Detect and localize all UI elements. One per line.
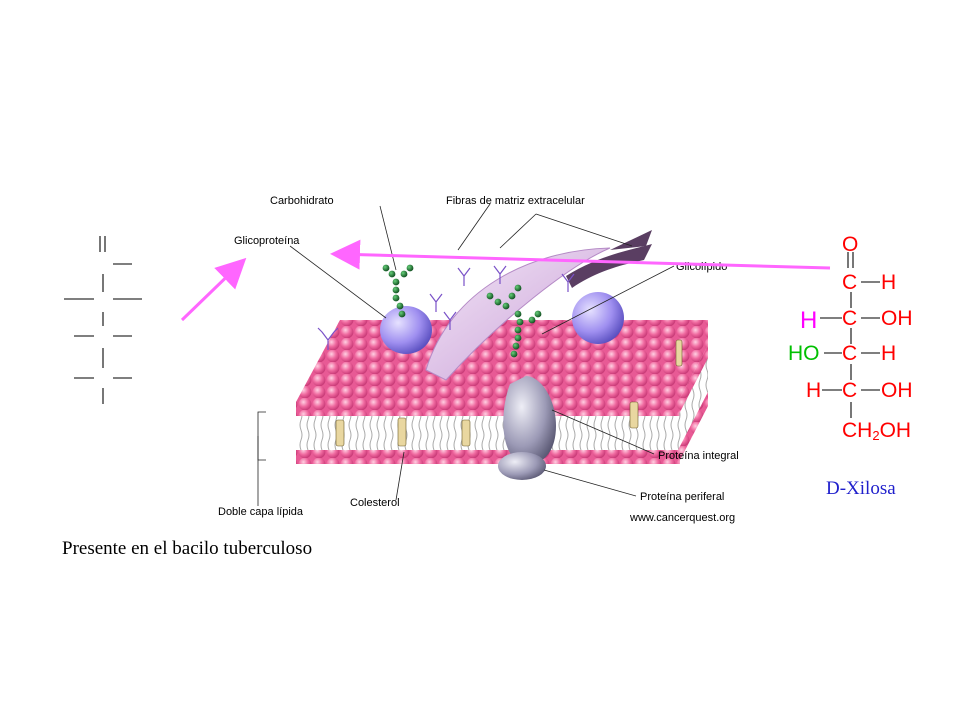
arrow-xilosa (330, 239, 831, 270)
xilosa-bonds (820, 252, 880, 418)
xilosa-c2: C (842, 307, 858, 330)
arabinosa-bonds (64, 236, 142, 404)
note-bacilo-tuberculoso: Presente en el bacilo tuberculoso (62, 538, 313, 559)
label-fibras: Fibras de matriz extracelular (446, 195, 585, 207)
label-carbohidrato: Carbohidrato (270, 195, 334, 207)
xilosa-h4: H (806, 379, 822, 402)
xilosa-c1: C (842, 271, 858, 294)
caption-d-xilosa: D-Xilosa (826, 478, 896, 499)
xilosa-h2: H (800, 307, 818, 334)
label-glicoproteina: Glicoproteína (234, 235, 300, 247)
xilosa-h1: H (881, 271, 897, 294)
xilosa-c3: C (842, 342, 858, 365)
xilosa-o: O (842, 233, 859, 256)
xilosa-c4: C (842, 379, 858, 402)
label-colesterol: Colesterol (350, 497, 400, 509)
xilosa-oh2: OH (881, 307, 913, 330)
xilosa-ch2oh: CH2OH (842, 419, 912, 443)
xilosa-h3: H (881, 342, 897, 365)
xilosa-ho3: HO (788, 342, 820, 365)
watermark-cancerquest: www.cancerquest.org (629, 512, 735, 524)
xilosa-oh4: OH (881, 379, 913, 402)
label-proteina-integral: Proteína integral (658, 450, 739, 462)
arrow-arabinosa (180, 257, 247, 322)
cell-membrane-diagram: Carbohidrato Fibras de matriz extracelul… (200, 170, 780, 530)
label-doble-capa: Doble capa lípida (218, 506, 304, 518)
label-proteina-periferal: Proteína periferal (640, 491, 724, 503)
